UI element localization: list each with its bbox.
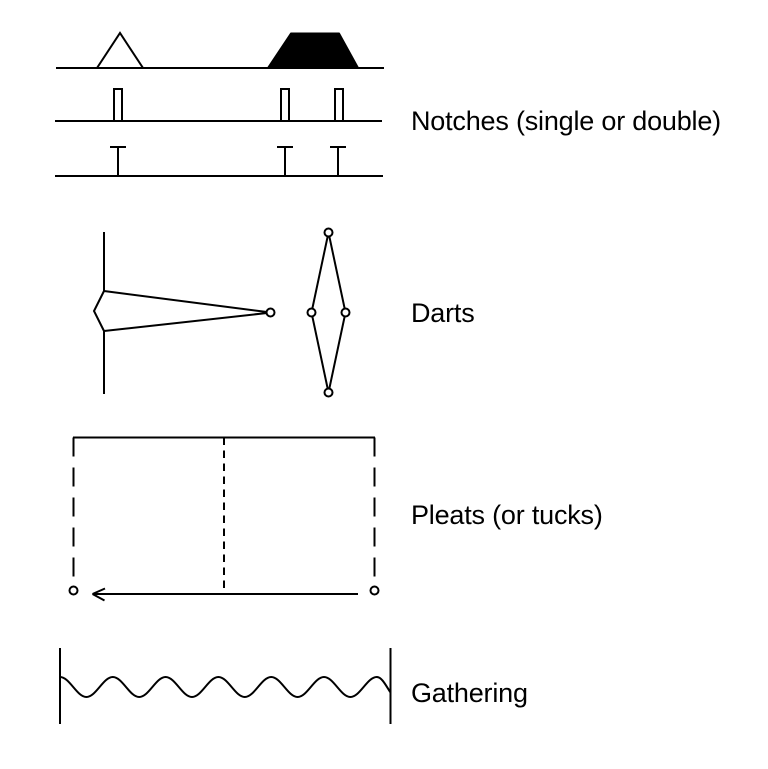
slit-notch bbox=[113, 88, 123, 122]
slit-notch bbox=[334, 88, 344, 122]
pleat-end-circle-left bbox=[68, 585, 79, 596]
t-bar-notch bbox=[330, 146, 346, 176]
diamond-dart-point-circle bbox=[340, 307, 351, 318]
notches-label: Notches (single or double) bbox=[411, 106, 721, 136]
t-bar-notch bbox=[277, 146, 293, 176]
pleats-diagram bbox=[68, 436, 380, 602]
double-notch-trapezoid bbox=[267, 32, 359, 69]
darts-diagram bbox=[92, 227, 351, 398]
darts-label: Darts bbox=[411, 298, 475, 328]
diamond-dart-point-circle bbox=[323, 227, 334, 238]
single-notch-triangle bbox=[95, 31, 145, 69]
gathering-wavy-line bbox=[59, 675, 392, 699]
dart-leg-lower bbox=[103, 312, 268, 332]
gathering-diagram bbox=[59, 648, 392, 724]
diamond-dart-point-circle bbox=[323, 387, 334, 398]
slit-notch bbox=[280, 88, 290, 122]
dart-point-circle bbox=[265, 307, 276, 318]
dart-leg-upper bbox=[103, 290, 268, 313]
diamond-dart-point-circle bbox=[306, 307, 317, 318]
notches-diagram bbox=[55, 31, 384, 177]
t-bar-notch bbox=[110, 146, 126, 176]
pleats-label: Pleats (or tucks) bbox=[411, 500, 603, 530]
pleat-direction-arrow bbox=[92, 587, 358, 602]
pleat-end-circle-right bbox=[369, 585, 380, 596]
dart-edge-chevron bbox=[92, 290, 105, 332]
diamond-dart-outline bbox=[310, 232, 347, 393]
gathering-label: Gathering bbox=[411, 678, 528, 708]
